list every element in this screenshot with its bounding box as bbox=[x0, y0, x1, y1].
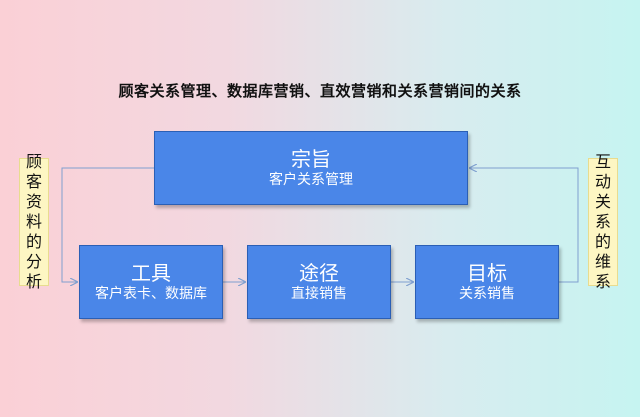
node-way-title: 途径 bbox=[299, 261, 339, 285]
side-label-right-text: 互动关系的维系 bbox=[595, 152, 612, 291]
diagram-title: 顾客关系管理、数据库营销、直效营销和关系营销间的关系 bbox=[118, 82, 522, 100]
node-way-subtitle: 直接销售 bbox=[291, 286, 347, 302]
node-purpose: 宗旨 客户关系管理 bbox=[154, 131, 468, 205]
side-label-left-text: 顾客资料的分析 bbox=[26, 152, 43, 291]
node-way: 途径 直接销售 bbox=[247, 245, 391, 319]
node-purpose-subtitle: 客户关系管理 bbox=[269, 172, 353, 188]
node-tool: 工具 客户表卡、数据库 bbox=[79, 245, 223, 319]
node-purpose-title: 宗旨 bbox=[291, 147, 331, 171]
node-goal-title: 目标 bbox=[467, 261, 507, 285]
node-goal: 目标 关系销售 bbox=[415, 245, 559, 319]
node-goal-subtitle: 关系销售 bbox=[459, 286, 515, 302]
node-tool-title: 工具 bbox=[131, 261, 171, 285]
node-tool-subtitle: 客户表卡、数据库 bbox=[95, 286, 207, 302]
side-label-right: 互动关系的维系 bbox=[588, 152, 618, 291]
connector-goal-to-purpose bbox=[470, 168, 579, 283]
side-label-left: 顾客资料的分析 bbox=[19, 152, 49, 291]
connector-purpose-to-tool bbox=[61, 167, 154, 282]
